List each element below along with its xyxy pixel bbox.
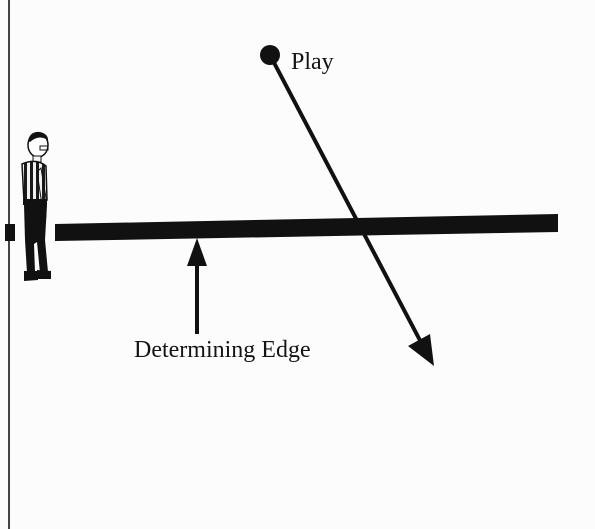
play-dot-icon	[260, 45, 280, 65]
referee-figure-icon	[22, 132, 51, 281]
line-end-tick	[5, 224, 15, 241]
edge-pointer-arrowhead	[187, 238, 207, 266]
determining-edge-line	[55, 214, 558, 241]
play-label: Play	[291, 50, 334, 74]
determining-edge-label: Determining Edge	[134, 338, 311, 362]
play-trajectory	[270, 55, 424, 348]
